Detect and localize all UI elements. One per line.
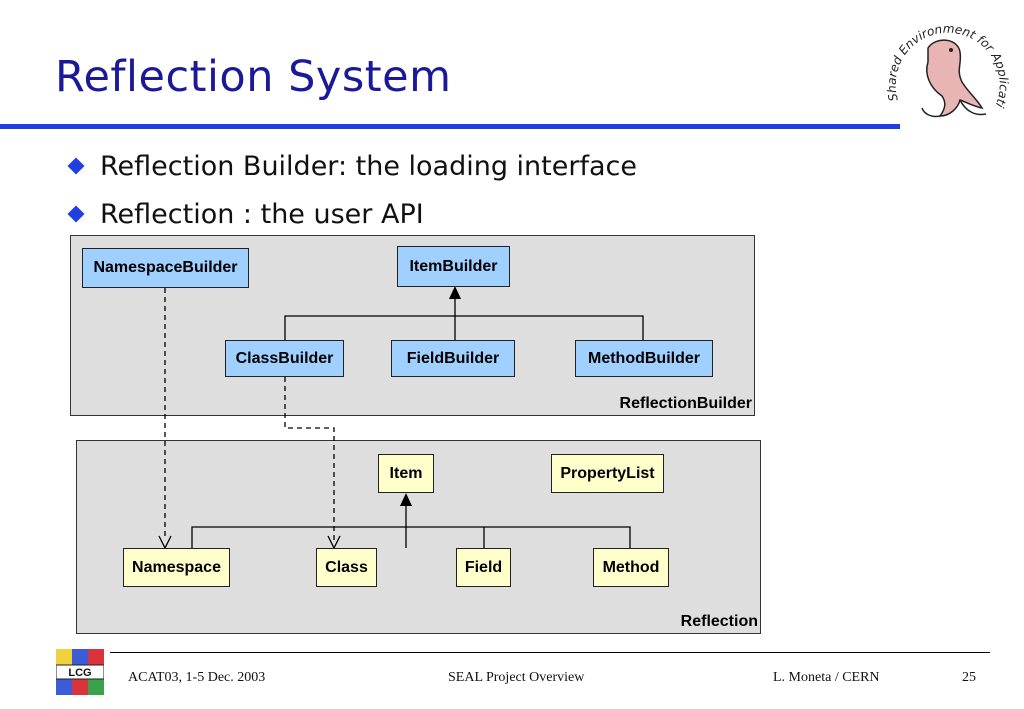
bullet-item: Reflection Builder: the loading interfac… — [66, 148, 637, 196]
package-label: Reflection — [680, 613, 758, 630]
bullet-item: Reflection : the user API — [66, 196, 637, 244]
lcg-logo-text: LCG — [68, 667, 91, 679]
bullet-text: Reflection : the user API — [100, 199, 424, 230]
seal-icon — [921, 39, 987, 118]
slide-title: Reflection System — [55, 52, 452, 102]
footer-conference: ACAT03, 1-5 Dec. 2003 — [128, 670, 266, 685]
footer-rule — [110, 652, 990, 653]
footer-title: SEAL Project Overview — [448, 670, 585, 685]
namespacebuilder-box: NamespaceBuilder — [82, 248, 249, 288]
namespace-box: Namespace — [123, 548, 230, 587]
package-label: ReflectionBuilder — [619, 395, 752, 412]
itembuilder-box: ItemBuilder — [397, 246, 510, 287]
fieldbuilder-box: FieldBuilder — [391, 340, 515, 377]
methodbuilder-box: MethodBuilder — [575, 340, 713, 377]
method-box: Method — [593, 548, 669, 587]
class-box: Class — [316, 548, 377, 587]
bullet-list: Reflection Builder: the loading interfac… — [66, 148, 637, 244]
propertylist-box: PropertyList — [551, 454, 664, 493]
title-underline — [0, 124, 900, 129]
diamond-bullet-icon — [67, 205, 85, 223]
field-box: Field — [456, 548, 511, 587]
diamond-bullet-icon — [67, 157, 85, 175]
page-number: 25 — [962, 670, 976, 685]
classbuilder-box: ClassBuilder — [225, 340, 344, 377]
seal-logo: Shared Environment for Applications at L… — [876, 8, 1011, 118]
footer-author: L. Moneta / CERN — [773, 670, 880, 685]
lcg-logo: LCG — [56, 649, 104, 695]
bullet-text: Reflection Builder: the loading interfac… — [100, 151, 637, 182]
item-box: Item — [378, 454, 434, 493]
